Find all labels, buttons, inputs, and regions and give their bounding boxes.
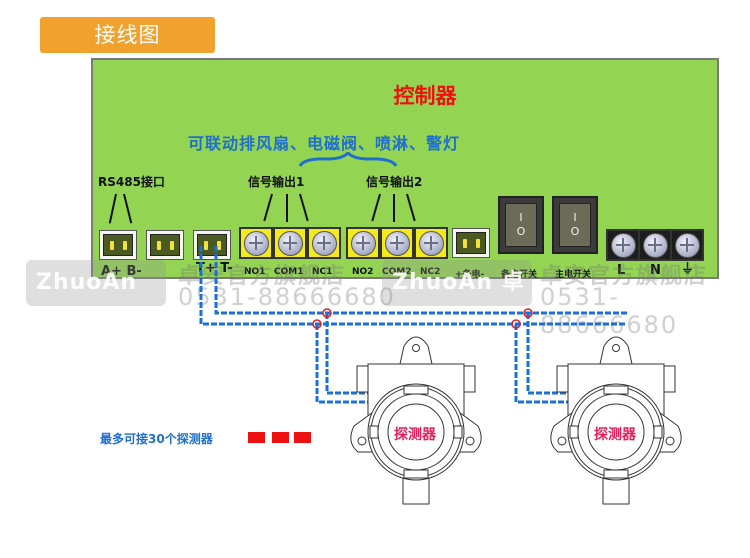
- wire-t-plus: [199, 246, 627, 326]
- screw-icon: [384, 230, 410, 256]
- brace-icon: [298, 152, 398, 167]
- no1-label: NO1: [244, 267, 266, 277]
- com1-terminal[interactable]: [273, 227, 307, 259]
- rs485-label: RS485接口: [98, 175, 165, 189]
- rs485-terminal-label: A+ B-: [101, 264, 142, 279]
- signal-out-2-label: 信号输出2: [366, 175, 423, 189]
- backup-switch-label: 备电开关: [501, 270, 538, 280]
- watermark-brand: ZhuoAn 卓安: [26, 260, 166, 341]
- signal-connector[interactable]: [193, 230, 231, 260]
- wire-drop-1a: [325, 313, 372, 395]
- nc2-terminal[interactable]: [414, 227, 448, 259]
- wire-drop-2b: [514, 324, 572, 404]
- junction-icon: [312, 319, 322, 329]
- screw-icon: [277, 230, 303, 256]
- cable-gland: [462, 365, 476, 393]
- com1-label: COM1: [274, 267, 304, 277]
- rs485-connector[interactable]: [99, 230, 137, 260]
- screw-icon: [243, 230, 269, 256]
- ground-terminal[interactable]: [670, 229, 704, 261]
- switch-off-glyph: O: [570, 225, 580, 238]
- no2-label: NO2: [352, 267, 374, 277]
- screw-icon: [610, 232, 636, 258]
- switch-on-glyph: I: [519, 211, 523, 224]
- nc2-label: NC2: [420, 267, 441, 277]
- com2-label: COM2: [382, 267, 412, 277]
- controller-panel: 控制器 可联动排风扇、电磁阀、喷淋、警灯 RS485接口 信号输出1 信号输出2…: [91, 58, 719, 280]
- screw-icon: [418, 230, 444, 256]
- more-indicator-icon: [248, 432, 265, 443]
- more-indicator-icon: [294, 432, 311, 443]
- watermark-phone: 0531-88666680: [540, 283, 679, 339]
- linkage-note: 可联动排风扇、电磁阀、喷淋、警灯: [188, 134, 461, 153]
- spare-connector[interactable]: [146, 230, 184, 260]
- diagram-title-tab: 接线图: [40, 17, 215, 53]
- n-label: N: [650, 263, 661, 278]
- l-terminal[interactable]: [606, 229, 640, 261]
- watermark-brand: ZhuoAn 卓安: [382, 260, 532, 341]
- backup-power-connector[interactable]: [452, 228, 490, 258]
- screw-icon: [642, 232, 668, 258]
- n-terminal[interactable]: [638, 229, 672, 261]
- controller-title: 控制器: [393, 84, 457, 108]
- com2-terminal[interactable]: [380, 227, 414, 259]
- screw-icon: [350, 230, 376, 256]
- main-switch-label: 主电开关: [555, 270, 592, 280]
- detector-1-label: 探测器: [394, 427, 436, 443]
- wire-drop-2a: [526, 313, 572, 395]
- watermark-phone: 0531-88666680: [178, 283, 396, 311]
- junction-icon: [511, 319, 521, 329]
- switch-off-glyph: O: [516, 225, 526, 238]
- l-label: L: [617, 263, 626, 278]
- no1-terminal[interactable]: [239, 227, 273, 259]
- detector-2-label: 探测器: [594, 427, 636, 443]
- screw-icon: [674, 232, 700, 258]
- junction-icon: [322, 308, 332, 318]
- wire-t-minus: [214, 246, 627, 315]
- max-detectors-note: 最多可接30个探测器: [100, 432, 213, 446]
- junction-icon: [523, 308, 533, 318]
- leader-line: [393, 194, 395, 222]
- wire-drop-1b: [315, 324, 372, 404]
- cable-gland: [356, 365, 370, 393]
- signal-out-1-label: 信号输出1: [248, 175, 305, 189]
- nc1-terminal[interactable]: [307, 227, 341, 259]
- signal-terminal-label: T+ T-: [196, 261, 233, 276]
- cable-gland: [662, 365, 676, 393]
- screw-icon: [311, 230, 337, 256]
- cable-gland: [556, 365, 570, 393]
- no2-terminal[interactable]: [346, 227, 380, 259]
- ground-label: ⏚: [681, 262, 695, 277]
- nc1-label: NC1: [312, 267, 333, 277]
- detector-2: [550, 336, 682, 505]
- backup-power-label: +备电-: [455, 270, 485, 280]
- switch-on-glyph: I: [573, 211, 577, 224]
- leader-line: [286, 194, 288, 222]
- more-indicator-icon: [272, 432, 289, 443]
- detector-1: [350, 336, 482, 505]
